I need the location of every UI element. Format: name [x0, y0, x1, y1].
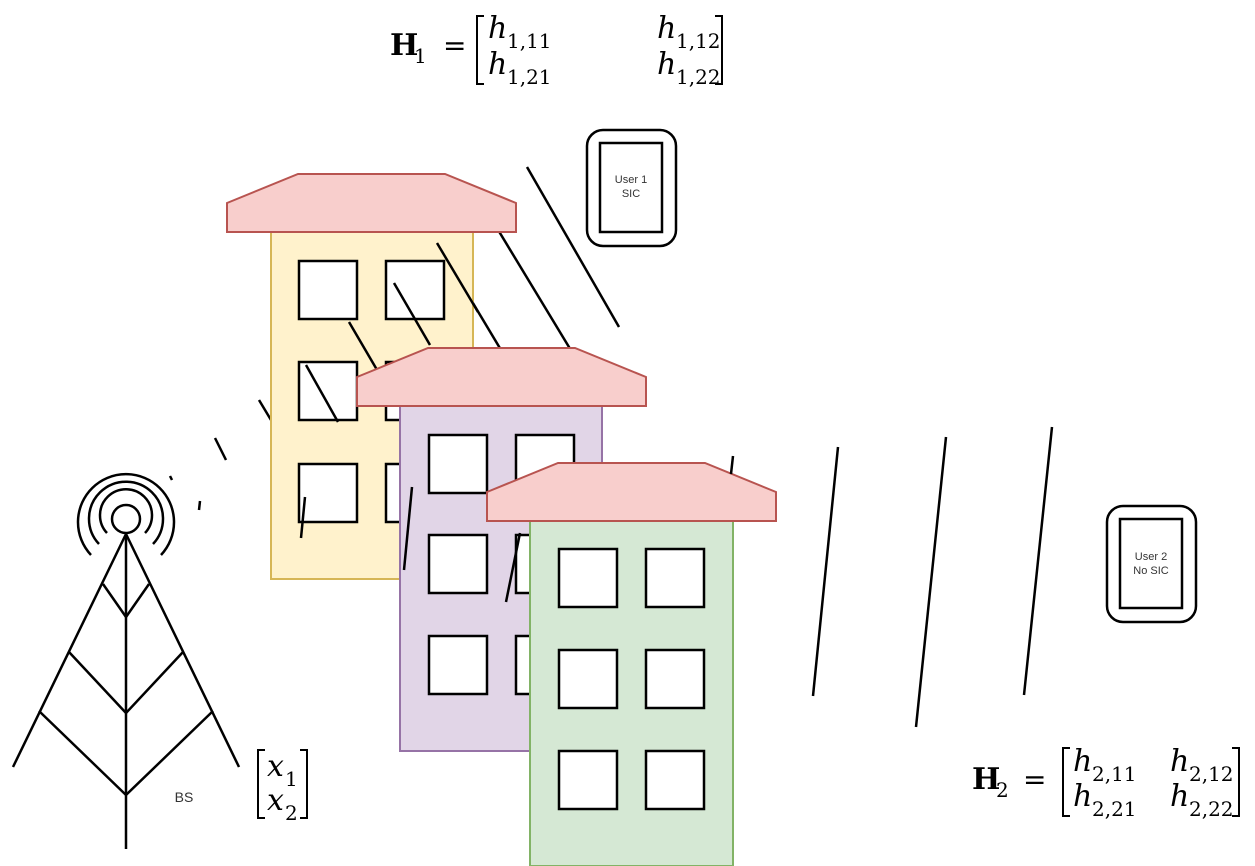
h2-symbol-sub: 2 [996, 778, 1009, 802]
ray-line [168, 475, 174, 481]
h2-entry-11-sub: 2,11 [1092, 762, 1137, 786]
h2-left-bracket [1062, 747, 1070, 817]
window [644, 547, 706, 609]
antenna-icon [76, 472, 176, 556]
tower-strut [124, 583, 151, 618]
tower-strut [68, 651, 127, 714]
base-station-tower [11, 472, 241, 849]
h2-entry-11: h [1073, 744, 1092, 779]
ray-line [213, 437, 228, 461]
x-entry-2-sub: 2 [285, 801, 298, 825]
ray-line [347, 321, 382, 376]
window [297, 360, 359, 422]
h1-entry-12-sub: 1,12 [676, 29, 721, 53]
ray-line [304, 364, 340, 423]
window [297, 462, 359, 524]
h1-right-bracket [715, 15, 723, 85]
h2-symbol: H [972, 762, 1000, 797]
ray-line [392, 282, 432, 346]
transmit-vector: x 1 x 2 [257, 749, 308, 825]
signal-rays-over-building-1 [304, 242, 480, 423]
h2-entry-22: h [1170, 779, 1189, 814]
h1-entry-22-sub: 1,22 [676, 65, 721, 89]
tower-leg-left [11, 533, 128, 768]
antenna-center [110, 503, 142, 535]
window [427, 533, 489, 595]
h2-entry-12: h [1170, 744, 1189, 779]
ray-line [729, 455, 735, 475]
tower-leg-right [124, 533, 241, 768]
window [384, 259, 446, 321]
window [557, 547, 619, 609]
x-left-bracket [257, 749, 265, 819]
channel-matrix-h1: H 1 = h 1,11 h 1,12 h 1,21 h 1,22 [390, 11, 723, 89]
user2-device: User 2 No SIC [1105, 504, 1198, 624]
ray-line [402, 486, 414, 571]
x-right-bracket [300, 749, 308, 819]
window [557, 648, 619, 710]
user1-label-line1: User 1 [615, 174, 647, 186]
user2-label-line1: User 2 [1135, 551, 1167, 563]
h2-equals: = [1023, 763, 1046, 796]
h1-entry-11-sub: 1,11 [507, 29, 552, 53]
building-1-roof [226, 173, 517, 233]
signal-rays-user2 [197, 426, 1054, 728]
h1-entry-12: h [657, 11, 676, 46]
channel-matrix-h2: H 2 = h 2,11 h 2,12 h 2,21 h 2,22 [972, 744, 1240, 821]
ray-line [811, 446, 840, 697]
h1-entry-21: h [488, 47, 507, 82]
ray-line [914, 436, 948, 728]
h1-entry-22: h [657, 47, 676, 82]
ray-line [525, 166, 621, 328]
building-3-roof [486, 462, 777, 522]
x-entry-1-sub: 1 [285, 767, 298, 791]
tower-strut [125, 710, 214, 796]
antenna-wave [98, 488, 154, 534]
window [644, 749, 706, 811]
window [427, 433, 489, 495]
user1-phone-screen [598, 141, 664, 234]
building-2-roof [356, 347, 647, 407]
user1-device: User 1 SIC [585, 128, 678, 248]
h1-equals: = [443, 29, 466, 62]
bs-label: BS [175, 789, 194, 805]
ray-line [504, 532, 522, 603]
ray-line [197, 500, 202, 511]
window [644, 648, 706, 710]
h1-entry-21-sub: 1,21 [507, 65, 552, 89]
h2-entry-22-sub: 2,22 [1189, 797, 1234, 821]
h1-entry-11: h [488, 11, 507, 46]
window [427, 634, 489, 696]
window [557, 749, 619, 811]
user1-label-line2: SIC [622, 188, 640, 200]
h2-entry-12-sub: 2,12 [1189, 762, 1234, 786]
ray-line [299, 496, 307, 539]
h2-entry-21: h [1073, 779, 1092, 814]
tower-strut [38, 710, 127, 796]
x-entry-1: x [267, 749, 284, 784]
h2-entry-21-sub: 2,21 [1092, 797, 1137, 821]
h1-left-bracket [476, 15, 484, 85]
ray-line [1022, 426, 1054, 696]
antenna-wave [87, 480, 165, 545]
user2-phone-screen [1118, 517, 1184, 610]
tower-strut [101, 583, 128, 618]
antenna-wave [76, 472, 176, 556]
x-entry-2: x [267, 783, 284, 818]
tower-strut [125, 651, 184, 714]
window [297, 259, 359, 321]
user2-label-line2: No SIC [1133, 565, 1169, 577]
h1-symbol: H [390, 28, 418, 63]
h2-right-bracket [1232, 747, 1240, 817]
building-3 [486, 462, 777, 866]
ray-line [435, 242, 480, 313]
h1-symbol-sub: 1 [414, 44, 427, 68]
